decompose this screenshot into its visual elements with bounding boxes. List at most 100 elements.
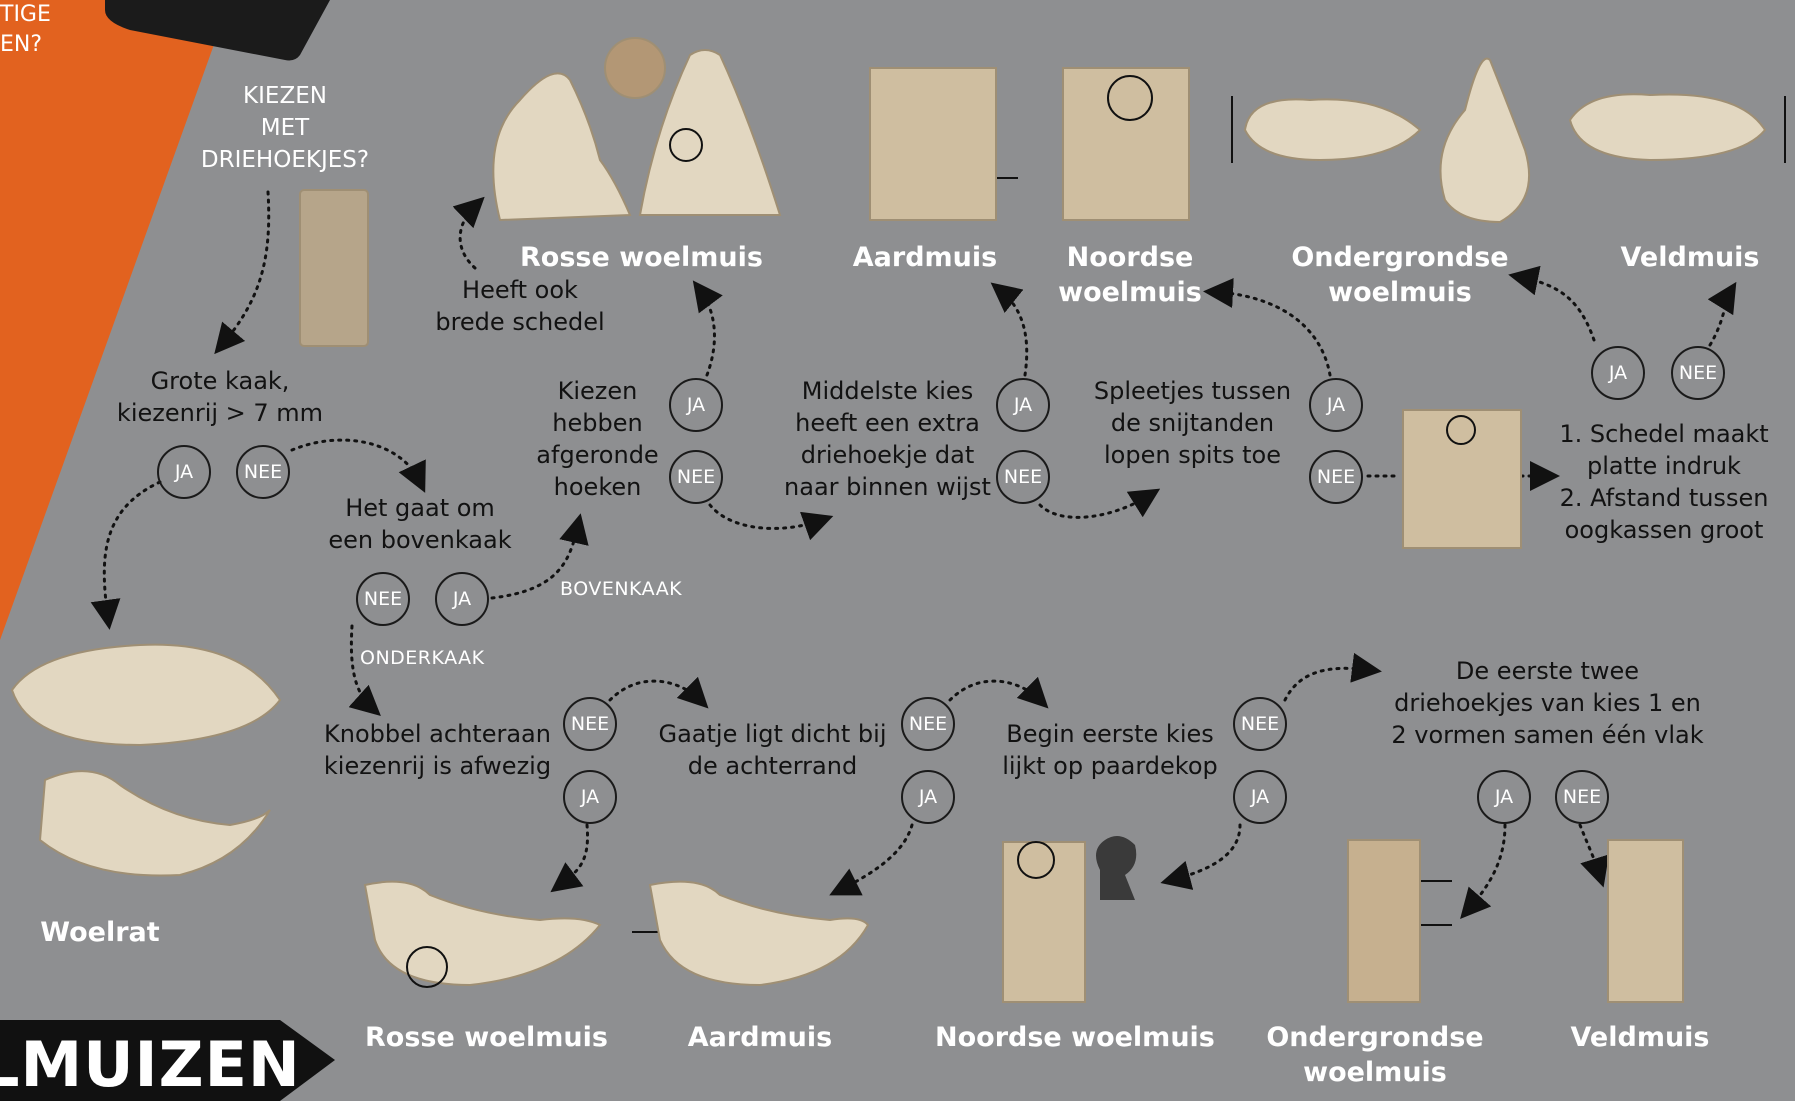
answer-nee-paardekop[interactable]: NEE: [1233, 697, 1287, 751]
line: driehoekjes van kies 1 en: [1390, 687, 1705, 719]
answer-nee-afgeronde[interactable]: NEE: [669, 450, 723, 504]
line: Ondergrondse: [1265, 1020, 1485, 1055]
skull-rosse-dorsal: [493, 73, 630, 220]
line: 2 vormen samen één vlak: [1390, 719, 1705, 751]
answer-ja-knobbel[interactable]: JA: [563, 770, 617, 824]
question-kiezen-driehoekjes: KIEZEN MET DRIEHOEKJES?: [190, 80, 380, 176]
line: lopen spits toe: [1085, 439, 1300, 471]
species-ondergrondse-top: Ondergrondse woelmuis: [1290, 240, 1510, 310]
line: Grote kaak,: [110, 365, 330, 397]
line: Ondergrondse: [1290, 240, 1510, 275]
arrow-knobbel-ja: [560, 825, 588, 885]
line: 2. Afstand tussen: [1548, 482, 1780, 514]
label-bovenkaak: BOVENKAAK: [560, 578, 682, 600]
line: oogkassen groot: [1548, 514, 1780, 546]
question-knobbel: Knobbel achteraan kiezenrij is afwezig: [315, 718, 560, 782]
label-onderkaak: ONDERKAAK: [360, 647, 485, 669]
answer-ja-bovenkaak[interactable]: JA: [435, 572, 489, 626]
line: hebben: [520, 407, 675, 439]
answer-ja-schedel[interactable]: JA: [1591, 346, 1645, 400]
line: Het gaat om: [310, 492, 530, 524]
arrow-brede-schedel: [460, 205, 476, 268]
line: lijkt op paardekop: [995, 750, 1225, 782]
answer-nee-gaatje[interactable]: NEE: [901, 697, 955, 751]
molar-veldmuis: [1608, 840, 1683, 1002]
line: de snijtanden: [1085, 407, 1300, 439]
banner-title: LMUIZEN: [0, 1028, 301, 1101]
line: Heeft ook: [425, 274, 615, 306]
line: Knobbel achteraan: [315, 718, 560, 750]
question-middelste-kies: Middelste kies heeft een extra driehoekj…: [775, 375, 1000, 503]
answer-ja-grote-kaak[interactable]: JA: [157, 445, 211, 499]
arrow-middelste-nee: [1040, 495, 1150, 517]
question-gaatje: Gaatje ligt dicht bij de achterrand: [655, 718, 890, 782]
arrow-eerstetwee-nee: [1580, 825, 1600, 876]
line: afgeronde: [520, 439, 675, 471]
answer-nee-bovenkaak[interactable]: NEE: [356, 572, 410, 626]
skull-noordse: [1063, 68, 1189, 220]
answer-ja-spleetjes[interactable]: JA: [1309, 378, 1363, 432]
line: woelmuis: [1055, 275, 1205, 310]
molar-spleetjes: [1403, 410, 1521, 548]
line: de achterrand: [655, 750, 890, 782]
corner-line-2: EN?: [0, 30, 51, 60]
answer-ja-afgeronde[interactable]: JA: [669, 378, 723, 432]
line: woelmuis: [1290, 275, 1510, 310]
skull-aardmuis: [870, 68, 996, 220]
answer-ja-paardekop[interactable]: JA: [1233, 770, 1287, 824]
arrow-ja-to-woelrat: [104, 482, 160, 618]
answer-nee-middelste[interactable]: NEE: [996, 450, 1050, 504]
molar-inset: [605, 38, 665, 98]
answer-nee-grote-kaak[interactable]: NEE: [236, 445, 290, 499]
species-veldmuis-bottom: Veldmuis: [1565, 1020, 1715, 1055]
arrow-paardekop-ja: [1172, 825, 1240, 880]
species-aardmuis-bottom: Aardmuis: [685, 1020, 835, 1055]
question-bovenkaak: Het gaat om een bovenkaak: [310, 492, 530, 556]
line: Kiezen: [520, 375, 675, 407]
skull-woelrat-side: [12, 645, 280, 745]
arrow-paardekop-nee: [1285, 668, 1370, 700]
line: Noordse: [1055, 240, 1205, 275]
line: 1. Schedel maakt: [1548, 418, 1780, 450]
species-rosse-bottom: Rosse woelmuis: [365, 1020, 600, 1055]
molar-ondergrondse: [1348, 840, 1420, 1002]
arrow-schedel-ja: [1520, 277, 1594, 340]
answer-nee-schedel[interactable]: NEE: [1671, 346, 1725, 400]
arrow-middelste-ja: [1000, 290, 1027, 375]
arrow-gaatje-ja: [840, 825, 912, 890]
line: kiezenrij > 7 mm: [110, 397, 330, 429]
line: Middelste kies: [775, 375, 1000, 407]
arrow-kiezen-to-grotekaak: [222, 192, 269, 345]
line: driehoekje dat: [775, 439, 1000, 471]
species-noordse-top: Noordse woelmuis: [1055, 240, 1205, 310]
question-paardekop: Begin eerste kies lijkt op paardekop: [995, 718, 1225, 782]
skull-ondergrondse-side: [1245, 99, 1420, 160]
answer-nee-knobbel[interactable]: NEE: [563, 697, 617, 751]
answer-ja-middelste[interactable]: JA: [996, 378, 1050, 432]
species-woelrat: Woelrat: [30, 915, 170, 950]
molar-kiezen: [300, 190, 368, 346]
answer-ja-eerste-twee[interactable]: JA: [1477, 770, 1531, 824]
line: een bovenkaak: [310, 524, 530, 556]
question-brede-schedel: Heeft ook brede schedel: [425, 274, 615, 338]
arrow-schedel-nee: [1710, 292, 1730, 345]
skull-veldmuis-side: [1570, 94, 1765, 160]
answer-ja-gaatje[interactable]: JA: [901, 770, 955, 824]
question-schedel-indruk: 1. Schedel maakt platte indruk 2. Afstan…: [1548, 418, 1780, 546]
line: DRIEHOEKJES?: [190, 144, 380, 176]
question-afgeronde-hoeken: Kiezen hebben afgeronde hoeken: [520, 375, 675, 503]
line: Gaatje ligt dicht bij: [655, 718, 890, 750]
line: MET: [190, 112, 380, 144]
line: heeft een extra: [775, 407, 1000, 439]
question-spleetjes: Spleetjes tussen de snijtanden lopen spi…: [1085, 375, 1300, 471]
line: De eerste twee: [1390, 655, 1705, 687]
horse-head-icon: [1096, 836, 1136, 900]
molar-noordse: [1003, 842, 1085, 1002]
line: hoeken: [520, 471, 675, 503]
species-noordse-bottom: Noordse woelmuis: [935, 1020, 1185, 1055]
line: platte indruk: [1548, 450, 1780, 482]
answer-nee-eerste-twee[interactable]: NEE: [1555, 770, 1609, 824]
line: kiezenrij is afwezig: [315, 750, 560, 782]
species-ondergrondse-bottom: Ondergrondse woelmuis: [1265, 1020, 1485, 1090]
answer-nee-spleetjes[interactable]: NEE: [1309, 450, 1363, 504]
